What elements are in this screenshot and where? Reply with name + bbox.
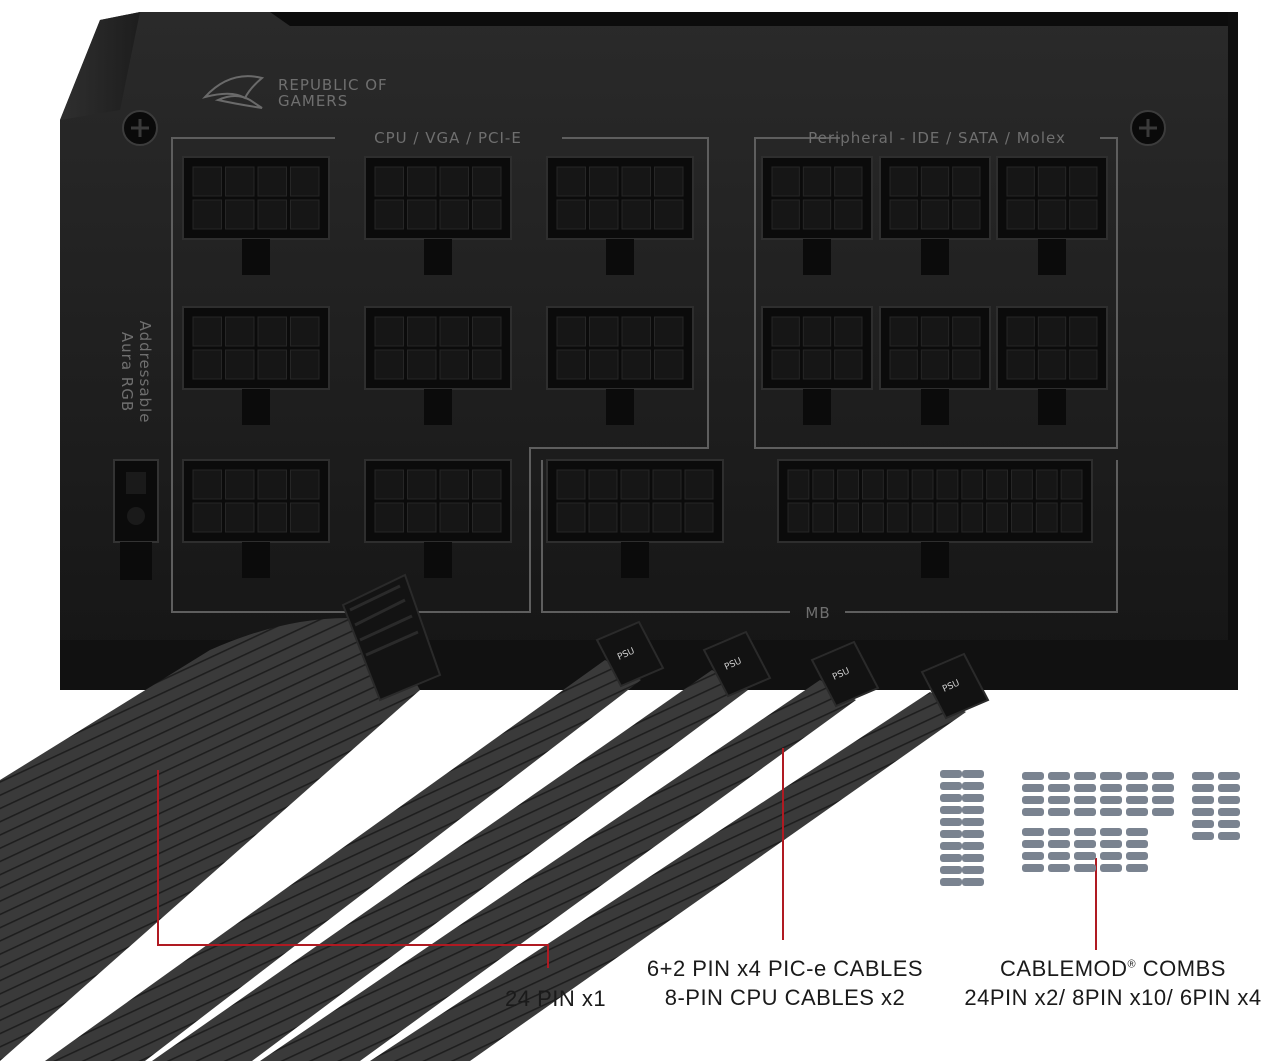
- callout-combs-line2: 24PIN x2/ 8PIN x10/ 6PIN x4: [964, 985, 1262, 1010]
- comb-6: [1100, 772, 1122, 816]
- socket-cpu-vga-3: [546, 156, 694, 275]
- screw-right-icon: [1130, 110, 1166, 146]
- comb-2: [962, 770, 984, 886]
- socket-cpu-vga-8: [364, 459, 512, 578]
- socket-cpu-vga-1: [182, 156, 330, 275]
- socket-cpu-vga-2: [364, 156, 512, 275]
- connector-sockets: [182, 156, 1108, 578]
- callout-lines: [157, 748, 1097, 968]
- callout-pcie: 6+2 PIN x4 PIC-e CABLES 8-PIN CPU CABLES…: [640, 954, 930, 1012]
- aura-rgb-port: [113, 459, 159, 580]
- comb-8: [1152, 772, 1174, 816]
- cable-pcie-4: PSU: [370, 652, 990, 1061]
- socket-cpu-vga-6: [546, 306, 694, 425]
- cablemod-combs: [940, 770, 1240, 886]
- socket-peripheral-3: [996, 156, 1108, 275]
- socket-peripheral-2: [879, 156, 991, 275]
- socket-peripheral-1: [761, 156, 873, 275]
- svg-text:Aura RGB: Aura RGB: [118, 332, 136, 412]
- aura-rgb-label: Addressable Aura RGB: [118, 321, 154, 424]
- screw-left-icon: [122, 110, 158, 146]
- callout-24pin: 24 PIN x1: [505, 986, 607, 1011]
- socket-peripheral-6: [996, 306, 1108, 425]
- heatsink-fins: [270, 12, 1228, 26]
- panel-outlines: [171, 137, 1118, 613]
- comb-12: [1100, 828, 1122, 872]
- callout-combs: CABLEMOD® COMBS 24PIN x2/ 8PIN x10/ 6PIN…: [948, 954, 1278, 1012]
- comb-5: [1074, 772, 1096, 816]
- comb-13: [1126, 828, 1148, 872]
- cable-pcie-1: PSU: [45, 620, 665, 1061]
- socket-peripheral-4: [761, 306, 873, 425]
- rog-logo: REPUBLIC OF GAMERS: [201, 75, 388, 110]
- comb-9: [1022, 828, 1044, 872]
- socket-cpu-vga-5: [364, 306, 512, 425]
- comb-10: [1048, 828, 1070, 872]
- callout-combs-line1: CABLEMOD® COMBS: [1000, 956, 1226, 981]
- mb-label: MB: [805, 604, 830, 622]
- callout-pcie-line2: 8-PIN CPU CABLES x2: [664, 985, 906, 1010]
- comb-3: [1022, 772, 1044, 816]
- peripheral-label: Peripheral - IDE / SATA / Molex: [808, 129, 1066, 147]
- comb-7: [1126, 772, 1148, 816]
- cable-24pin: [0, 618, 420, 1061]
- socket-peripheral-5: [879, 306, 991, 425]
- brand-line2: GAMERS: [278, 92, 348, 110]
- svg-text:Addressable: Addressable: [136, 321, 154, 424]
- socket-cpu-vga-7: [182, 459, 330, 578]
- cable-pcie-3: PSU: [260, 640, 880, 1061]
- socket-cpu-vga-4: [182, 306, 330, 425]
- connector-24pin: [341, 573, 442, 702]
- socket-mb-small: [546, 459, 724, 578]
- callout-line-24pin: [157, 770, 549, 968]
- comb-1: [940, 770, 962, 886]
- socket-mb-24pin: [777, 459, 1093, 578]
- cable-pcie-2: PSU: [152, 630, 772, 1061]
- callout-pcie-line1: 6+2 PIN x4 PIC-e CABLES: [646, 956, 924, 981]
- cpu-vga-label: CPU / VGA / PCI-E: [374, 129, 522, 147]
- brand-line1: REPUBLIC OF: [278, 76, 388, 94]
- comb-14: [1192, 772, 1214, 840]
- comb-4: [1048, 772, 1070, 816]
- comb-15: [1218, 772, 1240, 840]
- comb-11: [1074, 828, 1096, 872]
